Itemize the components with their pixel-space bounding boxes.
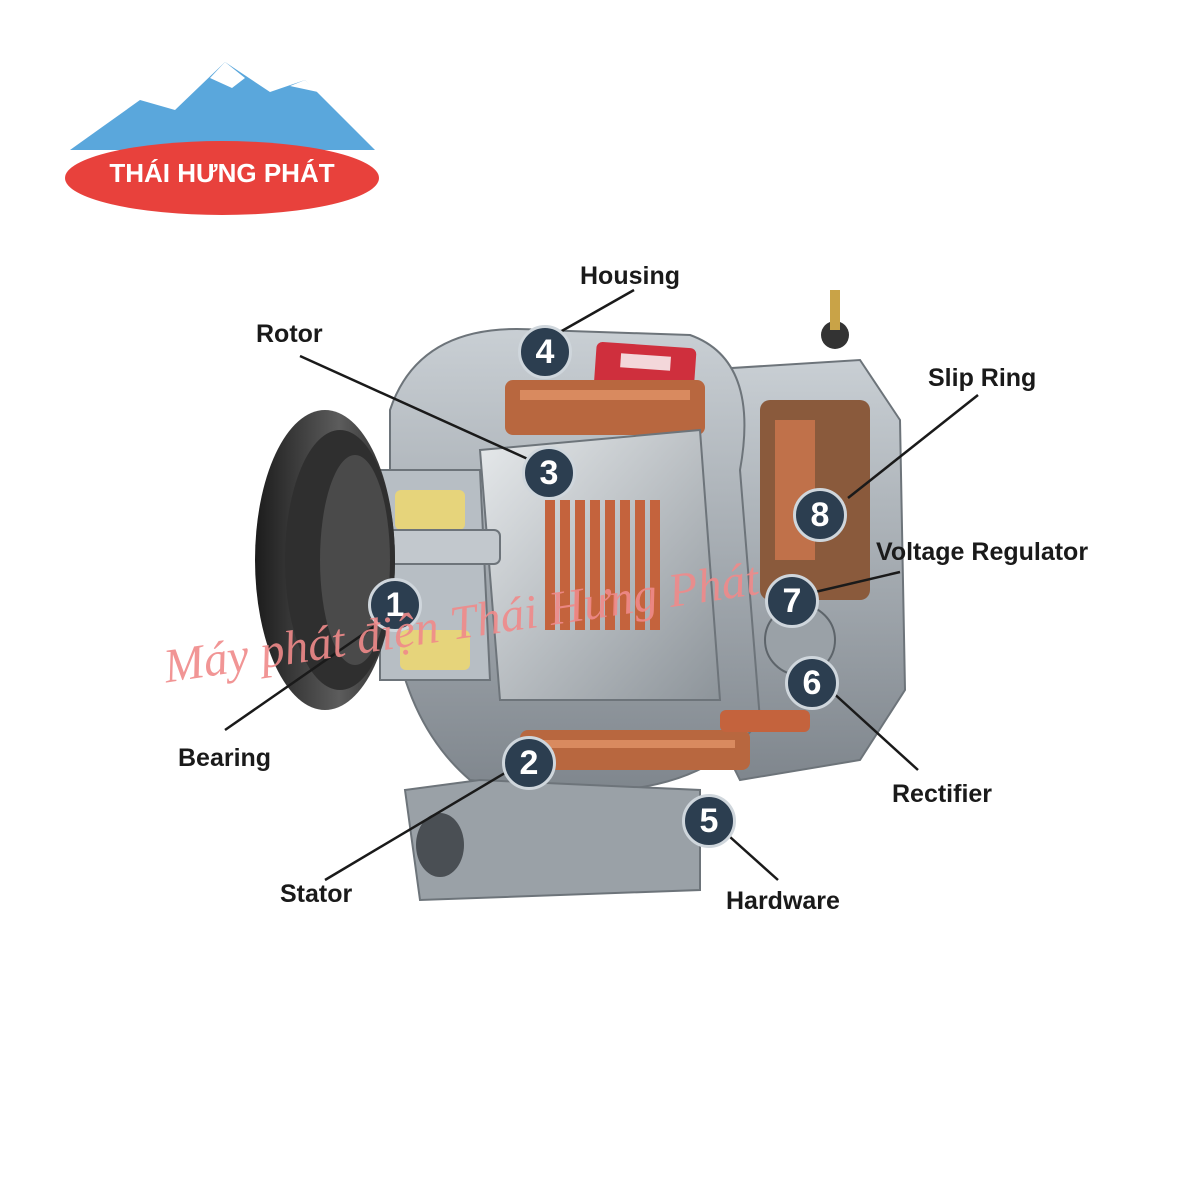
part-badge-3: 3 [522, 446, 576, 500]
label-bearing: Bearing [178, 744, 272, 772]
leader-rotor [299, 354, 531, 462]
brand-name: THÁI HƯNG PHÁT [109, 158, 335, 188]
part-badge-1: 1 [368, 578, 422, 632]
alternator-illustration [255, 290, 907, 902]
part-badge-5: 5 [682, 794, 736, 848]
leader-housing [559, 288, 635, 334]
part-badge-7: 7 [765, 574, 819, 628]
label-hardware: Hardware [726, 887, 840, 915]
brand-logo [65, 62, 379, 215]
logo-pill [65, 141, 379, 215]
part-badge-6: 6 [785, 656, 839, 710]
label-housing: Housing [580, 262, 680, 290]
label-rectifier: Rectifier [892, 780, 993, 808]
label-stator: Stator [280, 880, 353, 908]
part-badge-8: 8 [793, 488, 847, 542]
leader-stator [324, 768, 511, 882]
label-rotor: Rotor [256, 320, 323, 348]
rotor-winding [545, 500, 660, 630]
label-slip-ring: Slip Ring [928, 364, 1037, 392]
label-voltage-regulator: Voltage Regulator [876, 538, 1089, 566]
leader-voltage-regulator [814, 570, 901, 594]
part-badge-2: 2 [502, 736, 556, 790]
leader-rectifier [829, 689, 919, 771]
leader-slip-ring [847, 394, 979, 499]
leader-bearing [224, 610, 396, 732]
part-badge-4: 4 [518, 325, 572, 379]
